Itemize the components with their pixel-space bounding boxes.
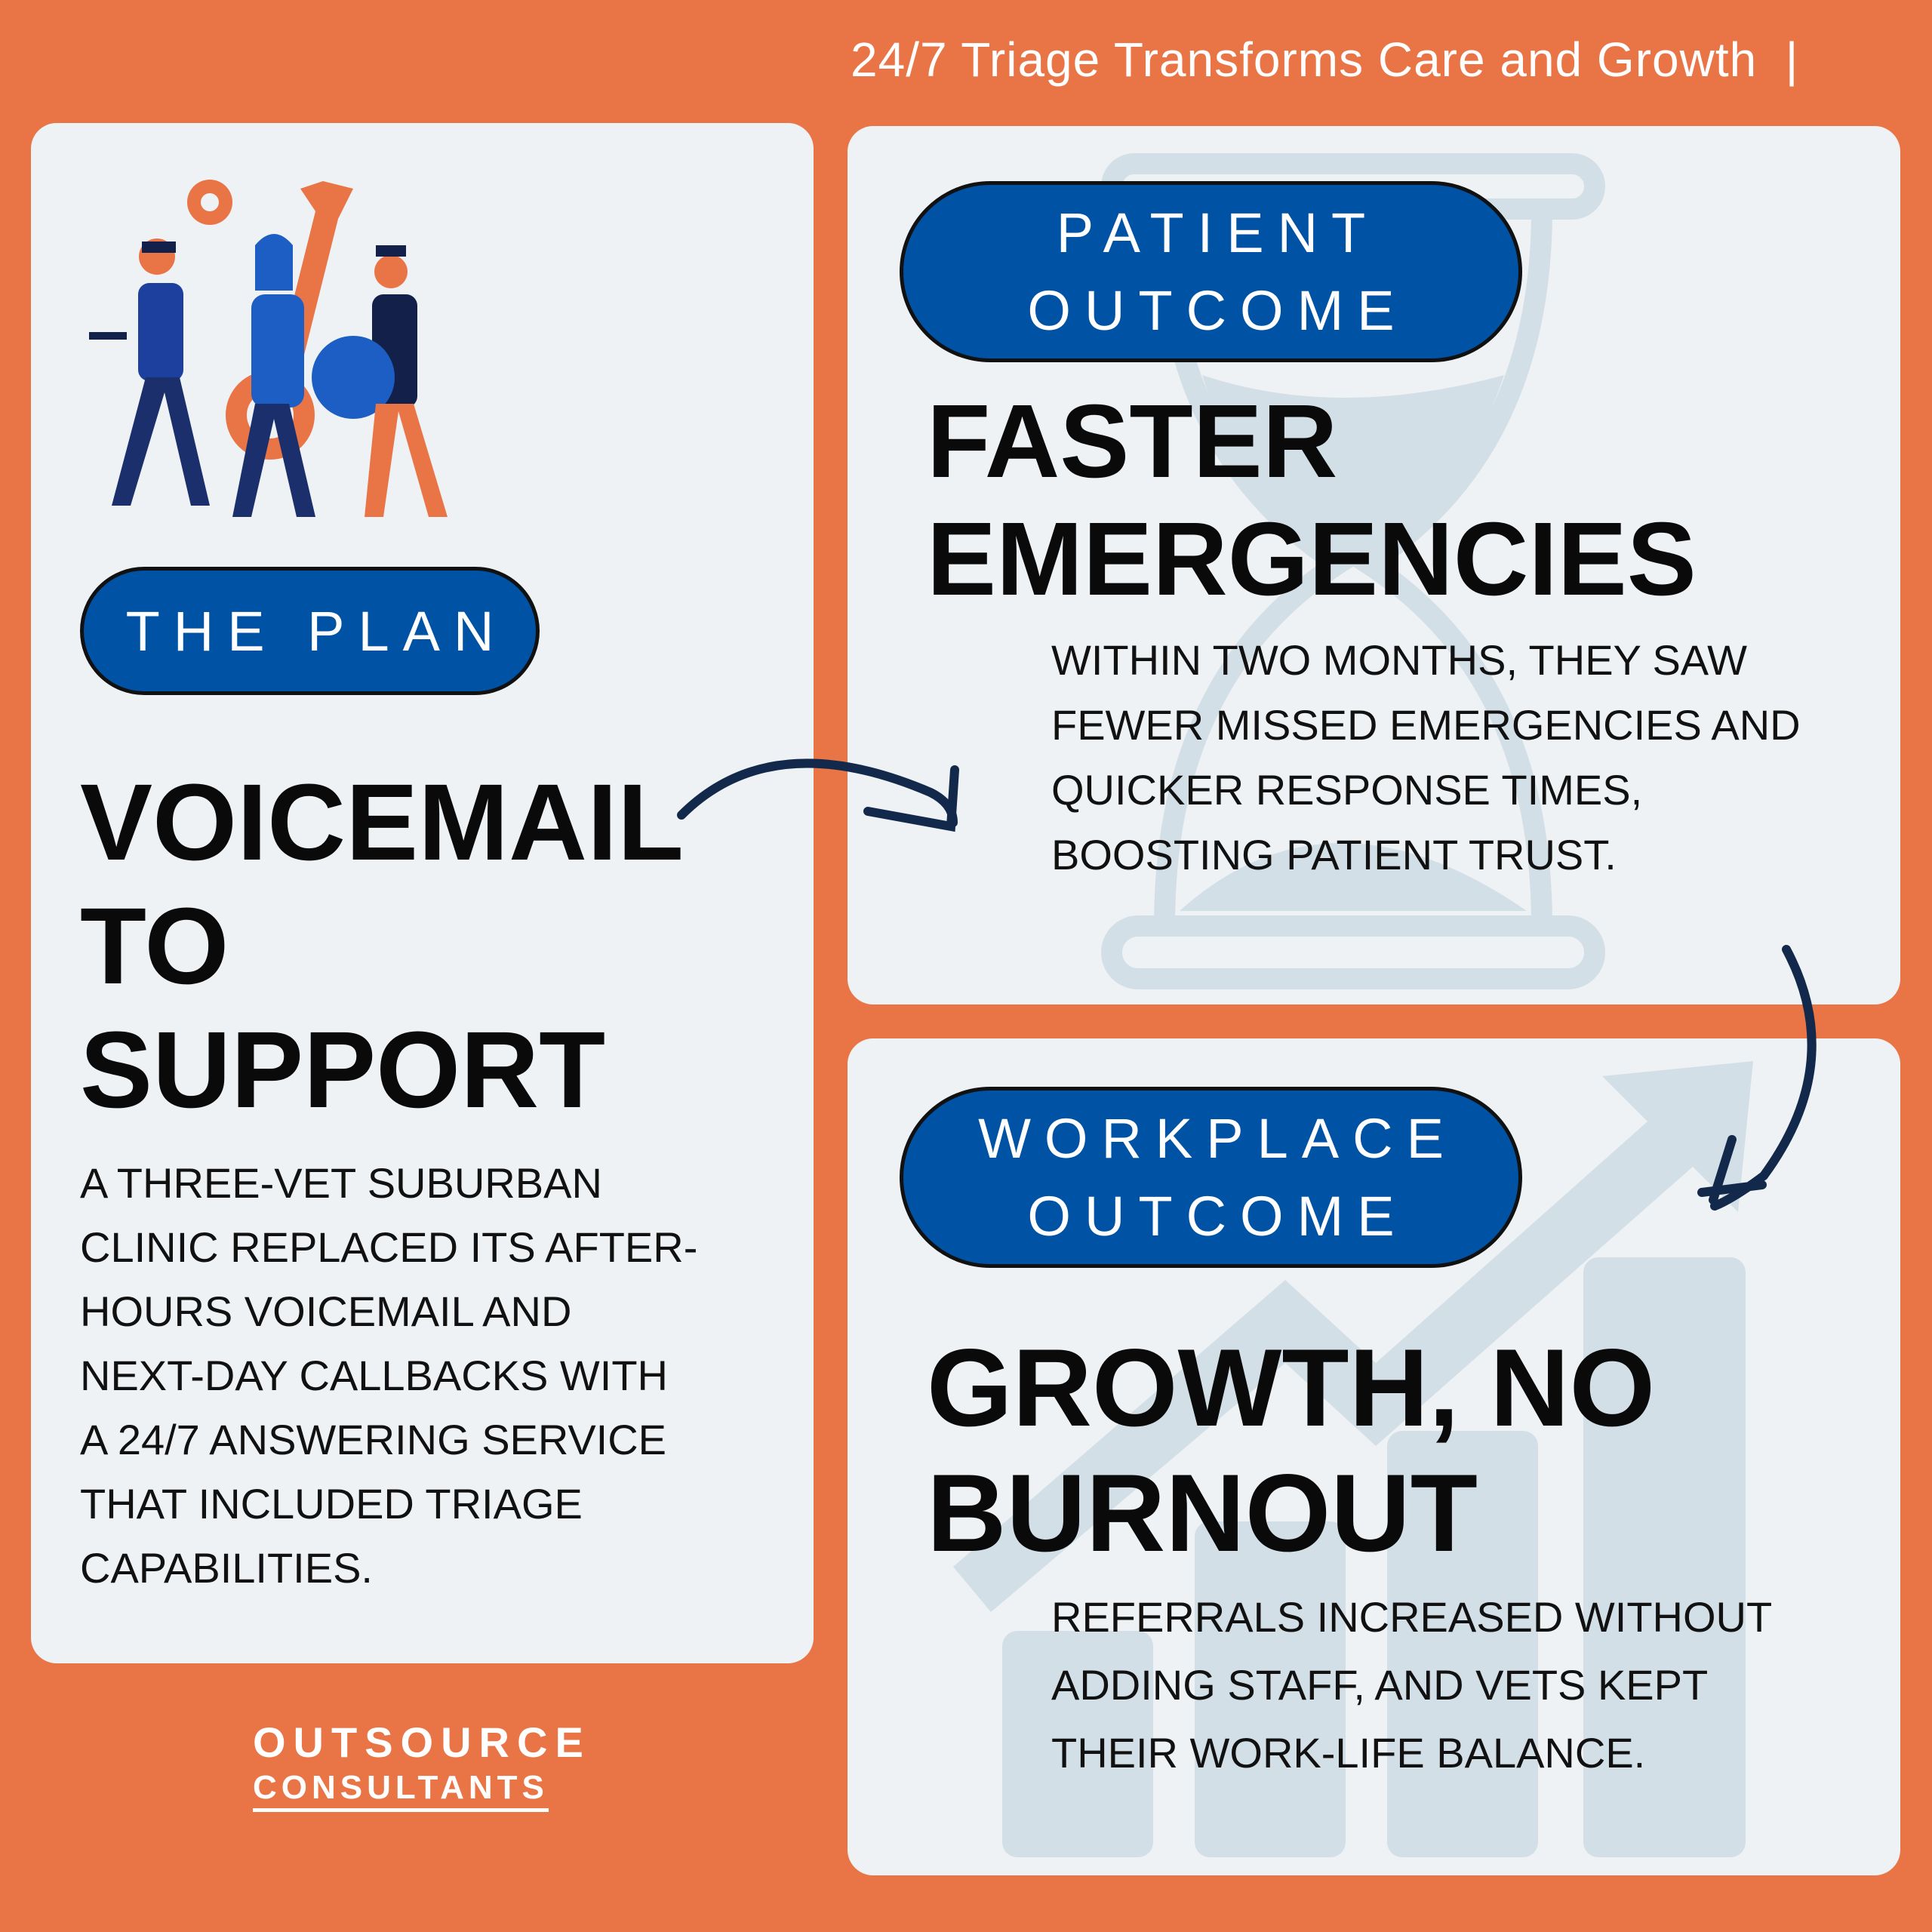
growth-chart-watermark-icon	[953, 1061, 1753, 1857]
team-illustration	[89, 180, 448, 517]
plan-badge: THE PLAN	[80, 567, 540, 695]
outsource-consultants-logo: OUTSOURCE CONSULTANTS	[253, 1718, 591, 1812]
header-title: 24/7 Triage Transforms Care and Growth |	[851, 32, 1799, 87]
